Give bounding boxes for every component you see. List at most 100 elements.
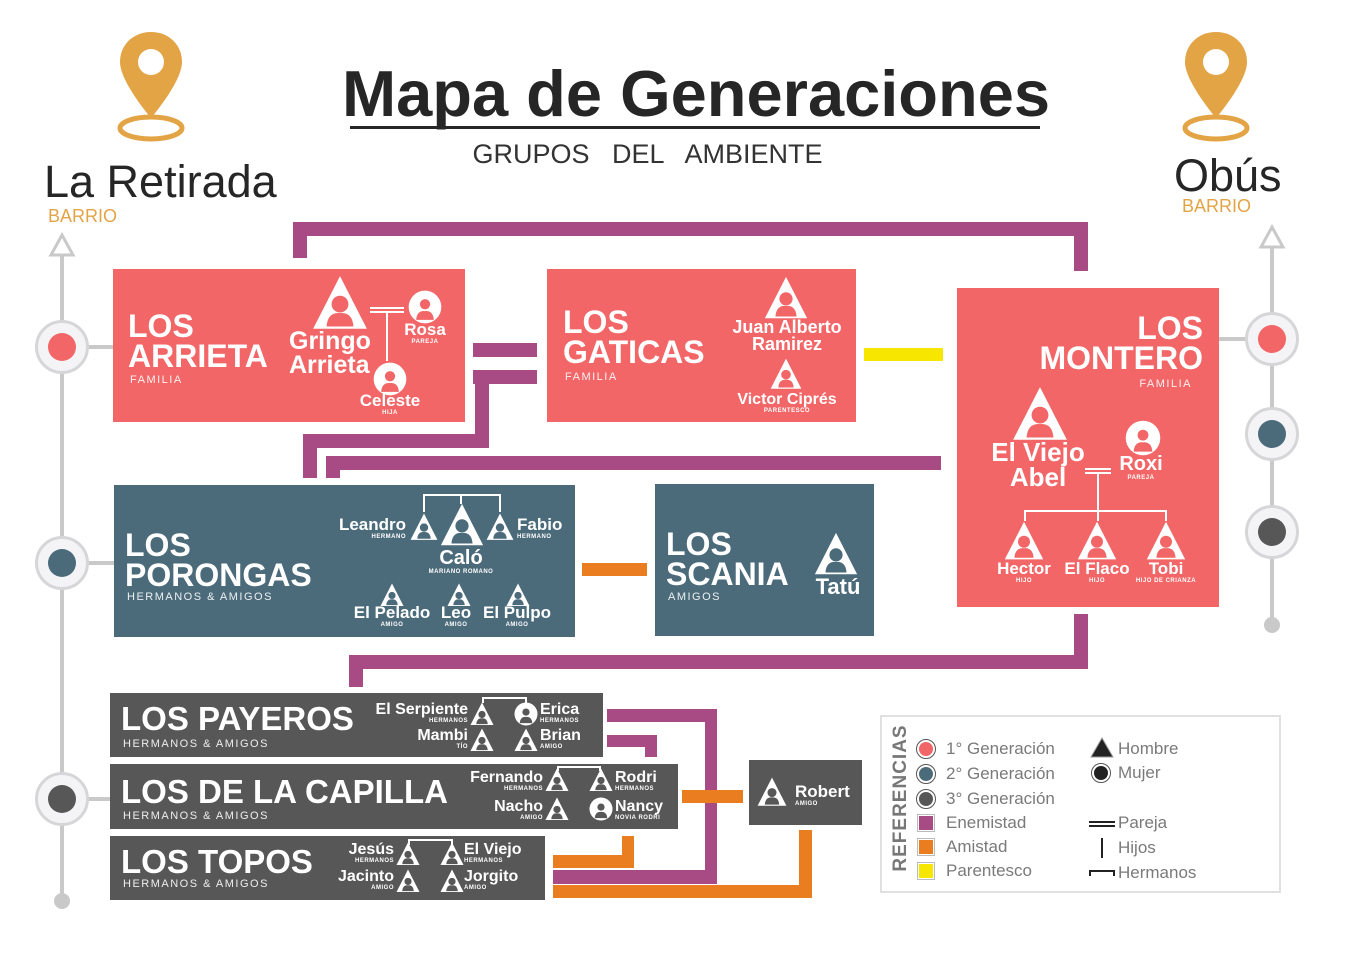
member-tatu: Tatú	[803, 574, 873, 599]
page-subtitle: GRUPOS DEL AMBIENTE	[472, 139, 823, 169]
legend-pareja-line-icon	[1089, 821, 1115, 827]
legend-hijos-line-icon	[1101, 838, 1103, 858]
group-type: HERMANOS & AMIGOS	[123, 738, 269, 750]
man-icon	[545, 797, 569, 821]
group-title-line: LOS	[125, 527, 191, 563]
timeline-end-dot	[1264, 617, 1280, 633]
member-role: AMIGO	[795, 801, 818, 808]
member-name: Rodri	[615, 769, 657, 786]
right-place-name: Obús	[1174, 150, 1282, 201]
man-icon	[770, 358, 802, 390]
member-name: Robert	[795, 782, 850, 801]
man-icon	[440, 503, 484, 547]
legend-title: REFERENCIAS	[890, 724, 911, 872]
group-title: LOS PAYEROS	[121, 702, 354, 735]
generation-1-node	[1245, 312, 1299, 366]
group-title-line: LOS DE LA CAPILLA	[121, 773, 448, 810]
group-type: HERMANOS & AMIGOS	[123, 878, 269, 890]
man-icon	[396, 869, 420, 893]
member-role: HERMANOS	[464, 858, 504, 865]
man-icon	[470, 702, 494, 726]
woman-icon	[589, 797, 613, 821]
member-name: Tatú	[815, 574, 861, 599]
man-icon	[440, 869, 464, 893]
group-title: LOS TOPOS	[121, 843, 313, 880]
left-place-name: La Retirada	[44, 156, 277, 207]
amistad-connector-porongas-scania	[582, 563, 647, 576]
legend-generation-2-swatch	[916, 764, 936, 784]
group-type: HERMANOS & AMIGOS	[123, 810, 269, 822]
group-title-line: LOS	[128, 308, 194, 344]
man-icon	[757, 777, 787, 807]
legend-hermanos-line-icon	[1089, 870, 1115, 876]
member-role: MARIANO ROMANO	[428, 569, 494, 575]
man-icon	[396, 842, 420, 866]
man-icon	[440, 842, 464, 866]
legend-enemistad-swatch	[917, 814, 935, 832]
member-role: HERMANOS	[540, 718, 580, 725]
member-role: AMIGO	[371, 885, 394, 892]
group-title-line: LOS	[1137, 310, 1203, 346]
member-role: HERMANOS	[615, 786, 655, 793]
member-role: HIJO DE CRIANZA	[1135, 578, 1197, 585]
member-el-viejo-abel: El Viejo Abel	[978, 439, 1098, 490]
group-title-line: LOS TOPOS	[121, 843, 313, 880]
man-icon	[814, 532, 858, 576]
woman-icon	[514, 702, 538, 726]
generation-2-node	[35, 536, 89, 590]
amistad-connector-capilla-robert	[682, 790, 743, 803]
member-name: Leo	[440, 603, 472, 622]
member-name: Erica	[540, 701, 580, 718]
generation-2-node	[1245, 407, 1299, 461]
member-role: AMIGO	[505, 622, 529, 629]
parentesco-connector	[864, 348, 943, 361]
man-icon	[1146, 521, 1186, 561]
member-name: Nacho	[494, 798, 543, 815]
member-name: Gringo Arrieta	[289, 327, 371, 379]
legend-pareja-label: Pareja	[1118, 813, 1168, 832]
member-name: El Pelado	[353, 603, 431, 622]
member-name: Nancy	[615, 798, 664, 815]
man-icon	[764, 276, 808, 320]
legend-man-icon	[1090, 737, 1114, 758]
member-role: AMIGO	[520, 815, 543, 822]
legend-generation-2-label: 2° Generación	[946, 764, 1055, 783]
group-title-line: MONTERO	[1039, 340, 1203, 377]
man-icon	[447, 583, 471, 607]
member-name: Fabio	[517, 515, 563, 534]
member-role: HIJA	[382, 410, 398, 417]
man-icon	[1004, 521, 1044, 561]
location-pin-icon	[1182, 32, 1250, 142]
legend-woman-icon	[1091, 763, 1111, 783]
legend-amistad-label: Amistad	[946, 837, 1008, 856]
group-title-line: PORONGAS	[125, 557, 312, 594]
legend-amistad-swatch	[917, 838, 935, 856]
member-role: HERMANOS	[428, 718, 468, 725]
man-icon	[1077, 521, 1117, 561]
generation-1-node	[35, 320, 89, 374]
member-name: Brian	[540, 727, 581, 744]
timeline-arrow-icon	[48, 232, 76, 257]
woman-icon	[373, 362, 407, 396]
man-icon	[410, 513, 438, 541]
member-role: AMIGO	[540, 744, 563, 751]
member-name: Victor Ciprés	[737, 391, 837, 408]
